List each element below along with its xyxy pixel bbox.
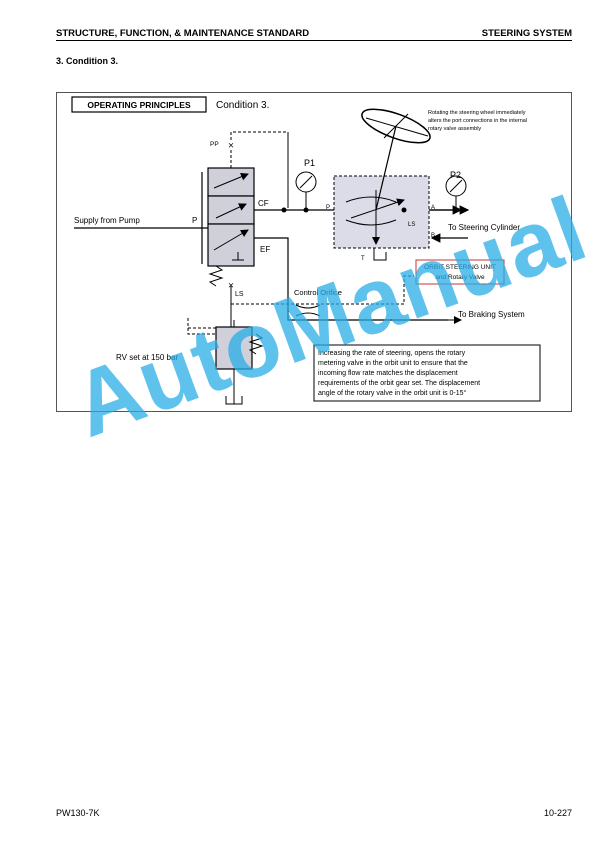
header-system-title: STEERING SYSTEM xyxy=(481,28,572,39)
wheel-note-line2: alters the port connections in the inter… xyxy=(428,118,527,124)
wheel-note-line1: Rotating the steering wheel immediately xyxy=(428,110,526,116)
control-orifice-label: Control Orifice xyxy=(294,288,342,297)
supply-label: Supply from Pump xyxy=(74,216,140,225)
explanation-line3: incoming flow rate matches the displacem… xyxy=(318,370,458,377)
operating-principles-badge xyxy=(71,96,207,113)
steering-cylinder-label: To Steering Cylinder xyxy=(448,223,520,232)
p2-label: P2 xyxy=(450,170,461,180)
condition-label: Condition 3. xyxy=(216,100,269,111)
footer-model: PW130-7K xyxy=(56,808,100,818)
cf-label: CF xyxy=(258,199,269,208)
explanation-line1: Increasing the rate of steering, opens t… xyxy=(318,350,466,357)
header-rule xyxy=(56,40,572,41)
ls-label: LS xyxy=(235,291,244,298)
explanation-line5: angle of the rotary valve in the orbit u… xyxy=(318,389,467,397)
port-p-label: P xyxy=(326,205,330,211)
wheel-note-line3: rotary valve assembly xyxy=(428,126,481,132)
pump-port-label: P xyxy=(192,216,197,225)
pp-label: PP xyxy=(210,141,219,148)
ef-label: EF xyxy=(260,245,270,254)
svg-text:⨯: ⨯ xyxy=(228,141,235,150)
rv-label: RV set at 150 bar xyxy=(116,353,178,362)
explanation-line2: metering valve in the orbit unit to ensu… xyxy=(318,360,468,367)
orbit-steering-unit-box xyxy=(415,259,505,285)
port-ls-label: LS xyxy=(408,222,415,228)
port-a-label: A xyxy=(431,205,435,211)
svg-text:⨯: ⨯ xyxy=(228,281,235,290)
header-section-title: STRUCTURE, FUNCTION, & MAINTENANCE STAND… xyxy=(56,28,310,39)
orbit-label-line1: ORBIT STEERING UNIT xyxy=(424,264,496,271)
operating-principles-figure: OPERATING PRINCIPLES Condition 3. Supply… xyxy=(56,92,572,412)
hydraulic-diagram: OPERATING PRINCIPLES Condition 3. Supply… xyxy=(56,92,572,412)
badge-label: OPERATING PRINCIPLES xyxy=(87,100,191,110)
explanation-box xyxy=(313,344,541,402)
port-t-label: T xyxy=(361,256,365,262)
p1-label: P1 xyxy=(304,158,315,168)
footer-page-number: 10-227 xyxy=(543,808,572,818)
orbit-label-line2: and Rotary Valve xyxy=(435,274,485,281)
explanation-line4: requirements of the orbit gear set. The … xyxy=(318,380,480,387)
braking-label: To Braking System xyxy=(458,310,525,319)
condition-heading: 3. Condition 3. xyxy=(56,56,118,66)
